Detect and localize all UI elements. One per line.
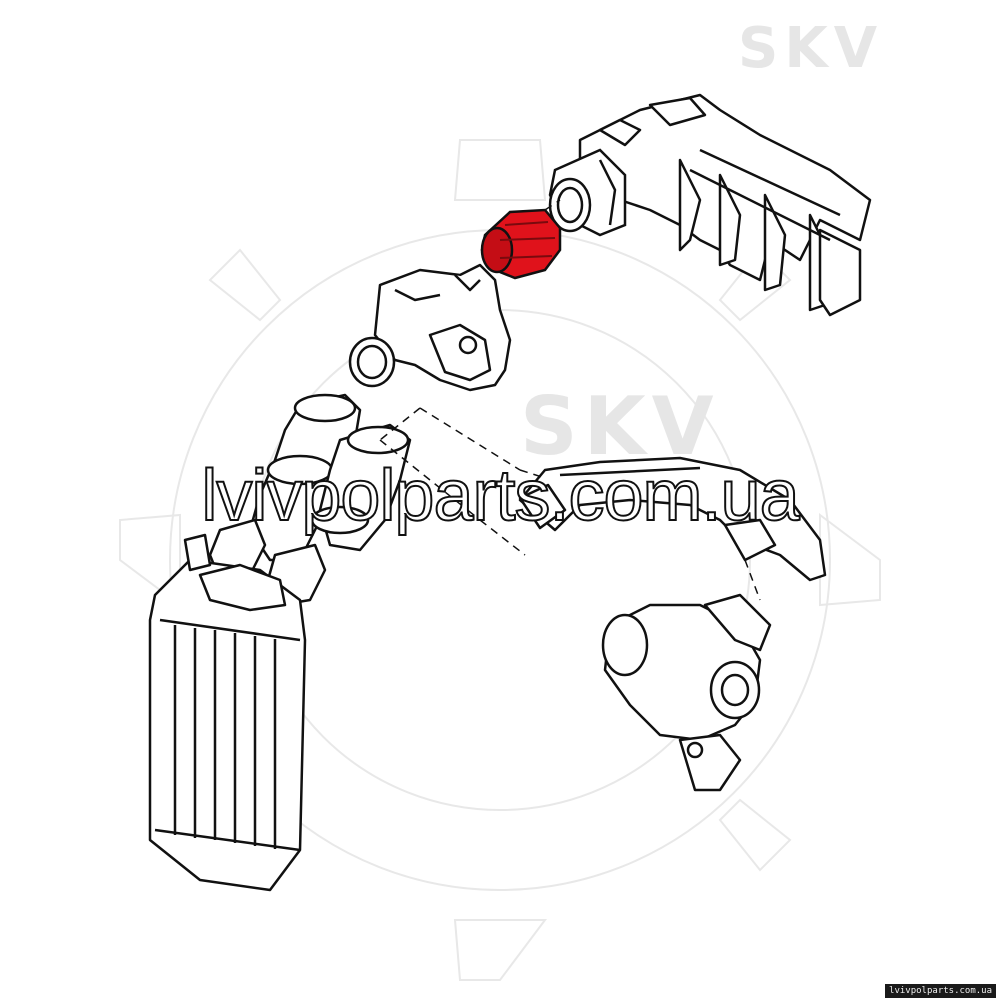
boost-pipe <box>518 456 827 582</box>
intake-hose-highlighted[interactable] <box>480 208 562 280</box>
site-watermark: lvivpolparts.com.ua <box>200 455 800 537</box>
intercooler-hoses <box>208 393 412 607</box>
turbocharger <box>601 593 772 792</box>
throttle-flange <box>548 148 627 237</box>
intake-manifold <box>578 93 872 317</box>
intercooler <box>148 533 307 892</box>
assembly-guide-lines <box>379 199 761 601</box>
brand-watermark-top: SKV <box>738 16 884 81</box>
footer-url: lvivpolparts.com.ua <box>885 984 996 998</box>
throttle-body <box>348 263 512 392</box>
brand-watermark-center: SKV <box>520 380 720 473</box>
